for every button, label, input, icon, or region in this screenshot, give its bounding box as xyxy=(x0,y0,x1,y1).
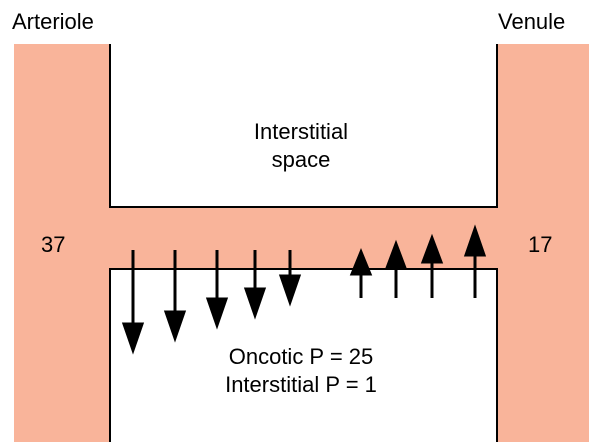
interstitial-space-label-line2: space xyxy=(271,147,331,172)
interstitial-space-label: Interstitial space xyxy=(254,118,348,174)
filtration-arrowhead xyxy=(278,274,302,307)
venule-label: Venule xyxy=(498,9,566,34)
filtration-arrows xyxy=(121,250,302,355)
filtration-arrowhead xyxy=(205,297,229,330)
pressure-values-label: Oncotic P = 25 Interstitial P = 1 xyxy=(225,343,377,399)
absorption-arrowhead xyxy=(420,233,444,264)
arteriole-pressure-value: 37 xyxy=(41,232,66,257)
capillary-upper-wall xyxy=(109,44,498,208)
venule-pressure-value: 17 xyxy=(528,232,553,257)
interstitial-pressure-label: Interstitial P = 1 xyxy=(225,372,377,397)
interstitial-space-label-line1: Interstitial xyxy=(253,119,349,144)
absorption-arrowhead xyxy=(384,239,408,270)
absorption-arrows xyxy=(349,224,487,298)
absorption-arrowhead xyxy=(349,248,373,276)
arteriole-label: Arteriole xyxy=(12,9,94,34)
capillary-lower-wall xyxy=(109,268,498,442)
filtration-arrowhead xyxy=(163,310,187,343)
vessel-shape xyxy=(14,44,589,442)
filtration-arrowhead xyxy=(243,287,267,320)
oncotic-pressure-label: Oncotic P = 25 xyxy=(228,344,374,369)
absorption-arrowhead xyxy=(463,224,487,257)
filtration-arrowhead xyxy=(121,322,145,355)
